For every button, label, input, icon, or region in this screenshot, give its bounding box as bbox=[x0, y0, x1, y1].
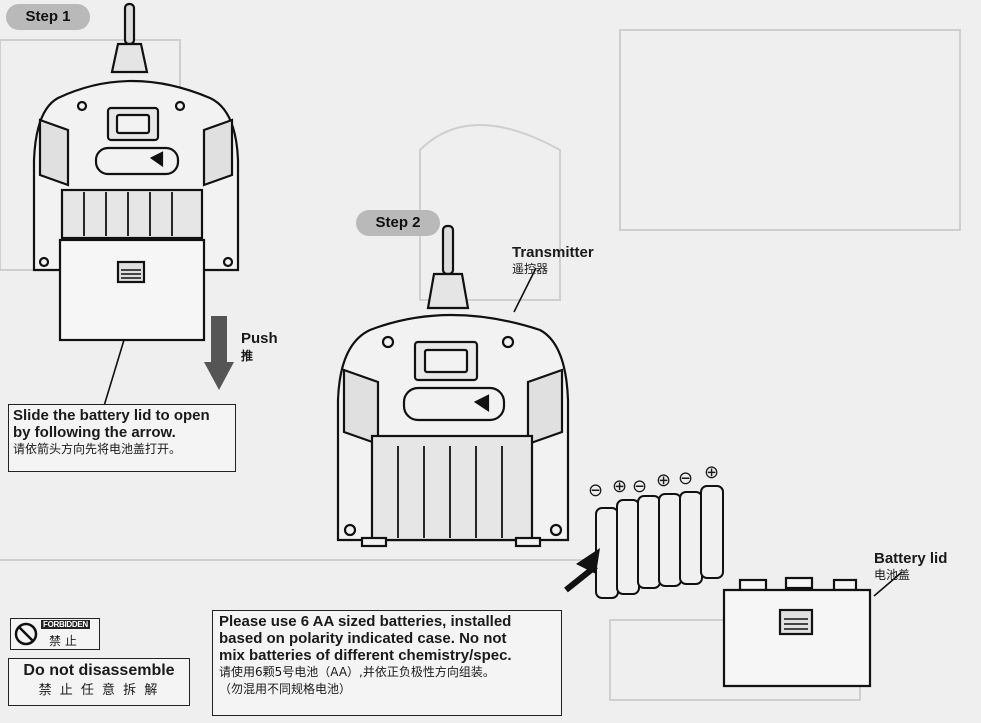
step1-leader-line bbox=[103, 339, 125, 407]
battery-lid-illustration bbox=[722, 576, 872, 688]
forbidden-badge: FORBIDDEN 禁 止 bbox=[10, 618, 100, 650]
battery-instruction-line2: based on polarity indicated case. No not bbox=[219, 630, 507, 647]
polarity-symbol: ⊕ bbox=[612, 476, 628, 497]
battery-instruction-box: Please use 6 AA sized batteries, install… bbox=[212, 610, 562, 716]
prohibition-icon bbox=[14, 622, 38, 646]
battery-lid-leader-line bbox=[873, 571, 903, 597]
polarity-symbol: ⊖ bbox=[588, 480, 604, 501]
push-label-zh: 推 bbox=[241, 349, 254, 363]
battery-insert-arrow bbox=[564, 548, 600, 593]
polarity-symbol: ⊕ bbox=[656, 470, 672, 491]
polarity-symbol: ⊖ bbox=[632, 476, 648, 497]
battery-instruction-line1: Please use 6 AA sized batteries, install… bbox=[219, 613, 512, 630]
step1-transmitter bbox=[32, 2, 240, 272]
polarity-symbol: ⊖ bbox=[678, 468, 694, 489]
slide-instruction-zh: 请依箭头方向先将电池盖打开。 bbox=[13, 442, 182, 456]
battery-instruction-zh1: 请使用6颗5号电池（AA）,并依正负极性方向组装。 bbox=[219, 665, 495, 679]
forbidden-text-zh: 禁 止 bbox=[49, 634, 77, 648]
step2-transmitter bbox=[336, 224, 570, 548]
push-arrow bbox=[204, 316, 234, 390]
battery-instruction-line3: mix batteries of different chemistry/spe… bbox=[219, 647, 512, 664]
step1-badge: Step 1 bbox=[6, 4, 90, 30]
slide-instruction-box: Slide the battery lid to open by followi… bbox=[8, 404, 236, 472]
push-label: Push bbox=[241, 330, 278, 347]
battery-lid-label-zh: 电池盖 bbox=[874, 568, 911, 582]
disassemble-warning-zh: 禁 止 任 意 拆 解 bbox=[38, 683, 160, 698]
transmitter-leader-line bbox=[513, 267, 537, 313]
slide-instruction-line2: by following the arrow. bbox=[13, 424, 176, 441]
step1-battery-lid bbox=[58, 238, 206, 342]
transmitter-label-zh: 遥控器 bbox=[512, 262, 549, 276]
battery-group bbox=[595, 485, 724, 599]
transmitter-label: Transmitter bbox=[512, 244, 594, 261]
battery-lid-label: Battery lid bbox=[874, 550, 948, 567]
disassemble-warning-box: Do not disassemble 禁 止 任 意 拆 解 bbox=[8, 658, 190, 706]
forbidden-text: FORBIDDEN bbox=[41, 620, 90, 629]
polarity-symbol: ⊕ bbox=[704, 462, 720, 483]
slide-instruction-line1: Slide the battery lid to open bbox=[13, 407, 210, 424]
disassemble-warning-en: Do not disassemble bbox=[23, 662, 175, 679]
step2-badge: Step 2 bbox=[356, 210, 440, 236]
polarity-symbols: ⊖ ⊕ ⊖ ⊕ ⊖ ⊕ bbox=[588, 462, 728, 502]
battery-instruction-zh2: （勿混用不同规格电池） bbox=[219, 682, 352, 696]
